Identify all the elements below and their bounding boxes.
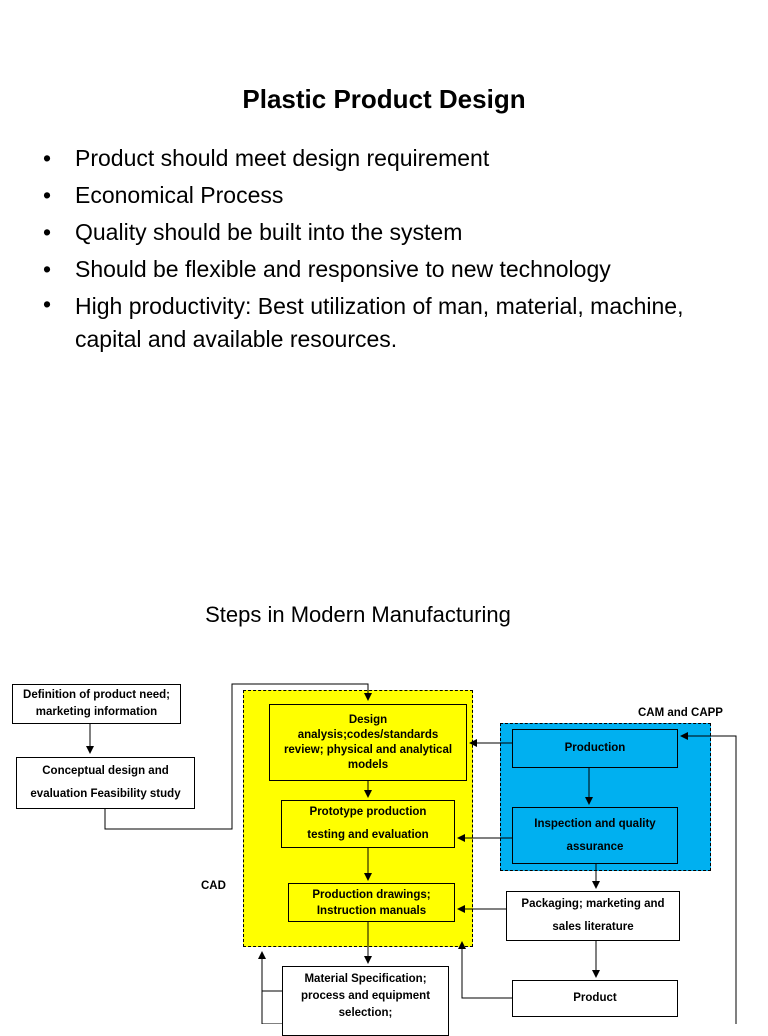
inspection-label: Inspection and quality assurance — [534, 817, 656, 853]
bullet-icon: • — [43, 145, 52, 171]
bullet-item: • Quality should be built into the system — [40, 214, 740, 251]
design-analysis-label: Design analysis;codes/standards review; … — [283, 713, 453, 771]
flow-connectors — [86, 683, 737, 1024]
arrow-conceptual-to-design — [104, 683, 372, 830]
bullet-item: • Economical Process — [40, 177, 740, 214]
prototype-box: Prototype production testing and evaluat… — [281, 800, 455, 848]
conceptual-design-label: Conceptual design and evaluation Feasibi… — [30, 765, 181, 800]
bullet-item: • High productivity: Best utilization of … — [40, 288, 740, 356]
inspection-box: Inspection and quality assurance — [512, 807, 678, 864]
conceptual-design-box: Conceptual design and evaluation Feasibi… — [16, 757, 195, 809]
bullet-icon: • — [43, 256, 52, 282]
bullet-icon: • — [43, 291, 52, 317]
bullet-text: Economical Process — [75, 182, 284, 208]
bullet-icon: • — [43, 182, 52, 208]
material-spec-box: Material Specification; process and equi… — [282, 966, 449, 1036]
bullet-item: • Product should meet design requirement — [40, 140, 740, 177]
product-box: Product — [512, 980, 678, 1017]
product-label: Product — [573, 992, 617, 1004]
arrow-material-to-cad — [258, 951, 282, 992]
packaging-box: Packaging; marketing and sales literatur… — [506, 891, 680, 941]
bullet-text: High productivity: Best utilization of m… — [75, 293, 684, 352]
bullet-item: • Should be flexible and responsive to ne… — [40, 251, 740, 288]
arrow-feedback-to-production — [680, 732, 737, 1024]
design-analysis-box: Design analysis;codes/standards review; … — [269, 704, 467, 781]
production-box: Production — [512, 729, 678, 768]
cam-label: CAM and CAPP — [638, 707, 723, 719]
bullet-icon: • — [43, 219, 52, 245]
production-label: Production — [564, 742, 626, 754]
bullet-text: Should be flexible and responsive to new… — [75, 256, 611, 282]
product-need-box: Definition of product need; marketing in… — [12, 684, 181, 724]
packaging-label: Packaging; marketing and sales literatur… — [521, 898, 665, 933]
page-title: Plastic Product Design — [242, 84, 526, 114]
diagram-title: Steps in Modern Manufacturing — [205, 602, 511, 627]
prototype-label: Prototype production testing and evaluat… — [307, 806, 429, 841]
product-need-label: Definition of product need; marketing in… — [23, 689, 170, 718]
cad-label: CAD — [201, 880, 226, 892]
production-drawings-label: Production drawings; Instruction manuals — [312, 888, 431, 917]
material-spec-label: Material Specification; process and equi… — [300, 973, 431, 1019]
bullet-text: Product should meet design requirement — [75, 145, 490, 171]
bullet-list: •Product should meet design requirement … — [40, 140, 740, 356]
bullet-text: Quality should be built into the system — [75, 219, 463, 245]
production-drawings-box: Production drawings; Instruction manuals — [288, 883, 455, 922]
arrow-product-to-cad — [458, 941, 512, 999]
